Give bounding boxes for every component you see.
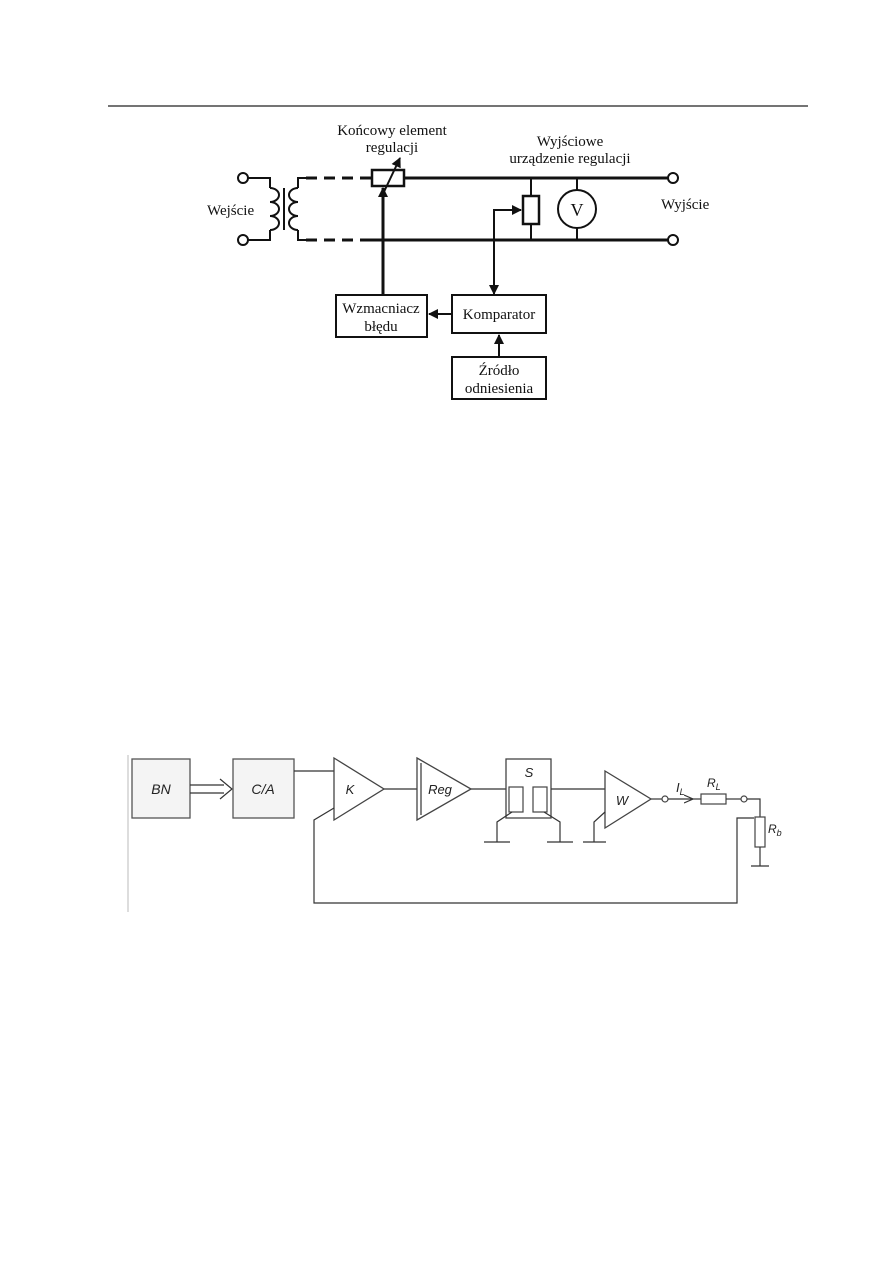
current-label: IL (676, 780, 685, 797)
error-amplifier-label-1: Wzmacniacz (342, 301, 420, 317)
feedback-line (313, 807, 754, 904)
rl-resistor (700, 793, 727, 805)
reg-label: Reg (428, 782, 453, 797)
error-amplifier-label-2: błędu (364, 319, 398, 335)
error-amplifier-block (335, 294, 428, 338)
rl-label: RL (707, 776, 721, 792)
w-label: W (616, 793, 630, 808)
input-terminal-bottom (237, 234, 249, 246)
final-element-label-1: Końcowy element (337, 123, 447, 139)
rb-resistor (754, 816, 766, 848)
reference-source-label-1: Źródło (479, 362, 520, 379)
bn-label: BN (151, 781, 171, 797)
comparator-label: Komparator (463, 307, 535, 323)
transformer-primary (269, 187, 280, 231)
w-amplifier (604, 769, 653, 830)
bn-block (131, 758, 191, 819)
diagram-current-loop: BN C/A K Reg S W (127, 755, 782, 912)
reg-block (416, 756, 473, 822)
reference-source-block (451, 356, 547, 400)
output-terminal-left (661, 795, 669, 803)
ca-block (232, 758, 295, 819)
transformer-secondary (288, 187, 299, 231)
output-terminal-bottom (667, 234, 679, 246)
k-amplifier (333, 756, 386, 822)
output-terminal-top (667, 172, 679, 184)
final-element-label-2: regulacji (366, 140, 418, 156)
sensing-resistor (521, 194, 541, 226)
reference-source-label-2: odniesienia (465, 381, 534, 397)
output-device-label-2: urządzenie regulacji (509, 151, 630, 167)
final-control-element (370, 168, 406, 188)
rb-label: Rb (768, 822, 782, 838)
s-label: S (525, 765, 534, 780)
comparator-block (451, 294, 547, 334)
output-label: Wyjście (661, 197, 710, 213)
s-cell-left (508, 786, 524, 813)
input-label: Wejście (207, 203, 254, 219)
output-terminal-right (740, 795, 748, 803)
input-terminal-top (237, 172, 249, 184)
output-device-label-1: Wyjściowe (537, 134, 604, 150)
s-cell-right (532, 786, 548, 813)
diagram-voltage-regulator: V Wzmacniacz błędu Komparator Źródło odn… (207, 123, 710, 400)
k-label: K (346, 782, 356, 797)
ca-label: C/A (251, 781, 274, 797)
voltmeter-label: V (571, 200, 584, 220)
